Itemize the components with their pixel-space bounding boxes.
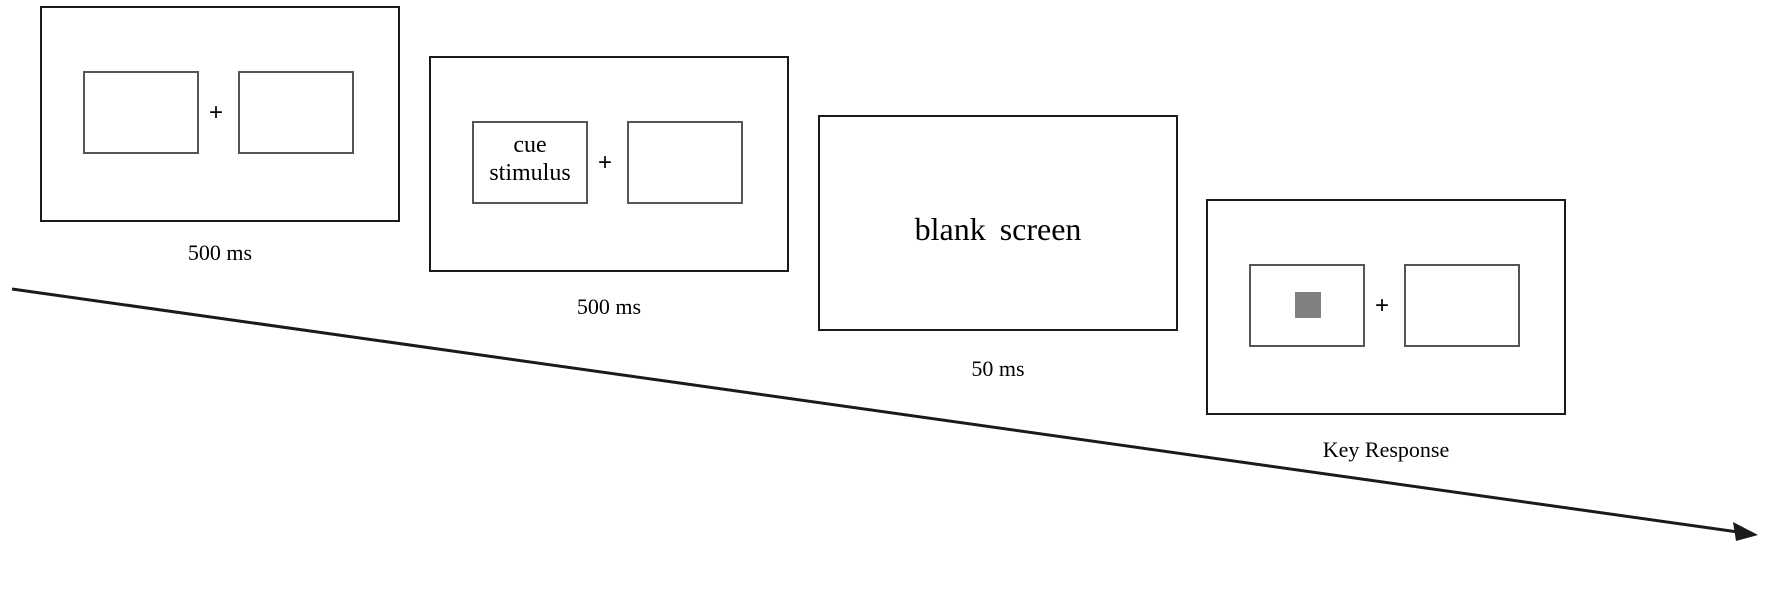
cue-stimulus-box: cue stimulus bbox=[472, 121, 588, 204]
fixation-cross: + bbox=[208, 99, 223, 126]
target-frame: + bbox=[1206, 199, 1566, 415]
cue-label: cue bbox=[513, 132, 547, 158]
target-box bbox=[1249, 264, 1365, 347]
right-placeholder-box bbox=[238, 71, 354, 154]
fixation-cross: + bbox=[1374, 292, 1389, 319]
target-square bbox=[1295, 292, 1321, 318]
blank-duration: 50 ms bbox=[971, 356, 1025, 381]
right-placeholder-box bbox=[1404, 264, 1520, 347]
key-response-label: Key Response bbox=[1322, 437, 1450, 462]
cue-frame: cue stimulus + bbox=[429, 56, 789, 272]
fixation-duration: 500 ms bbox=[187, 240, 253, 265]
stimulus-label: stimulus bbox=[489, 160, 571, 186]
right-placeholder-box bbox=[627, 121, 743, 204]
blank-screen-label: blank screen bbox=[914, 211, 1082, 247]
fixation-frame: + bbox=[40, 6, 400, 222]
time-arrow-head-icon bbox=[1733, 522, 1758, 541]
blank-frame: blank screen bbox=[818, 115, 1178, 331]
cue-duration: 500 ms bbox=[576, 294, 642, 319]
left-placeholder-box bbox=[83, 71, 199, 154]
time-arrow-line bbox=[11, 287, 1739, 534]
fixation-cross: + bbox=[597, 149, 612, 176]
